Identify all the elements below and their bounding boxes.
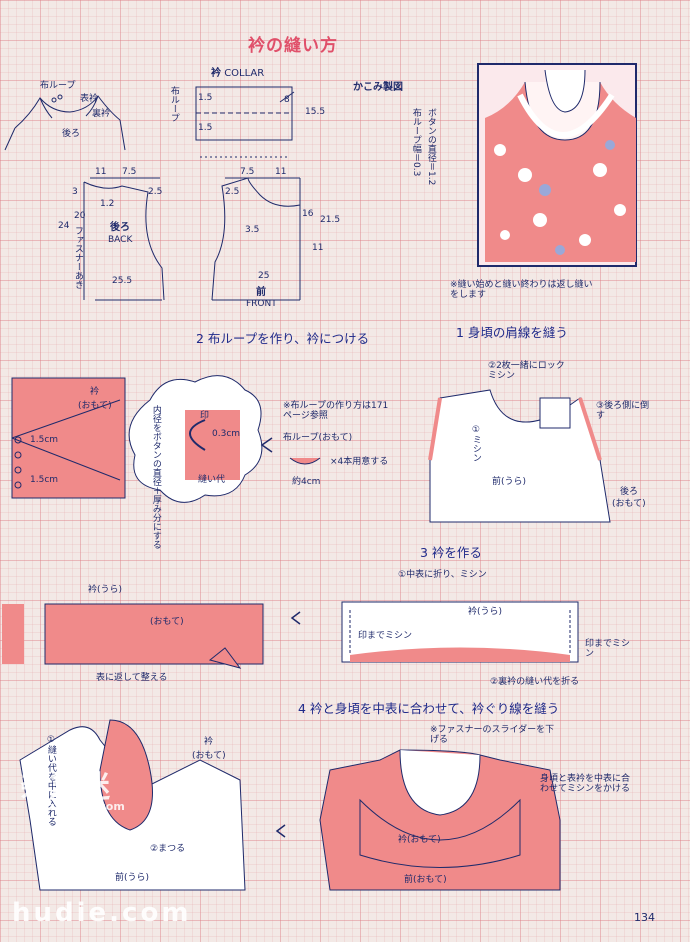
step3-collar-flat — [341, 601, 579, 663]
back-d11: 11 — [95, 167, 107, 177]
step1-mae: 前(うら) — [492, 477, 527, 487]
back-d25: 2.5 — [148, 187, 163, 197]
arrow-left-icon — [275, 824, 286, 838]
arrow-left-icon — [290, 611, 301, 625]
neck-sketch — [14, 95, 121, 129]
step4-left-sew: ①縫い代を中に入れる — [45, 735, 56, 826]
key-ushiro: 後ろ — [62, 129, 81, 139]
step3-collar-omote: (おもて) — [150, 617, 184, 627]
step3-turn: 表に返して整える — [96, 673, 168, 683]
step3-fold: ①中表に折り、ミシン — [398, 570, 487, 580]
step1-toback: ③後ろ側に倒す — [596, 401, 650, 421]
step3-ura: 衿(うら) — [468, 607, 503, 617]
step3-fold-seam: ②裏衿の縫い代を折る — [490, 677, 580, 687]
front-bodice — [211, 177, 301, 301]
dress-illustration — [485, 69, 636, 262]
collar-heading: 衿 COLLAR — [211, 68, 264, 79]
step2-bubble-note: 内径をボタンの直径＋厚み分にする — [150, 405, 161, 549]
step2-qty: ×4本用意する — [330, 457, 389, 467]
collar-m15a: 1.5 — [198, 93, 213, 103]
key-loop: 布ループ — [40, 81, 76, 91]
step1-omote: (おもて) — [612, 499, 646, 509]
step2-len: 約4cm — [292, 477, 321, 487]
back-d24: 24 — [58, 221, 70, 231]
step1-heading: 1 身頃の肩線を縫う — [456, 325, 568, 340]
arrow-left-icon — [260, 437, 273, 453]
kakomi-label: かこみ製図 — [353, 82, 403, 93]
collar-m155: 15.5 — [305, 107, 326, 117]
back-d12: 1.2 — [100, 199, 115, 209]
back-label: 後ろ — [110, 222, 130, 233]
step2-mark: 印 — [200, 411, 210, 421]
page-number: 134 — [634, 911, 655, 924]
front-d25b: 25 — [258, 271, 270, 281]
step4-sew-note: 身頃と表衿を中表に合わせてミシンをかける — [540, 774, 631, 794]
front-d11: 11 — [275, 167, 287, 177]
key-ura: 裏衿 — [92, 109, 111, 119]
step3-collar-ura: 衿(うら) — [88, 585, 123, 595]
page-title: 衿の縫い方 — [248, 36, 338, 56]
back-d3: 3 — [72, 187, 78, 197]
key-omote: 表衿 — [80, 94, 99, 104]
step3-mark-right: 印までミシン — [585, 639, 631, 659]
step4-heading: 4 衿と身頃を中表に合わせて、衿ぐり線を縫う — [298, 701, 560, 716]
step3-mark-left: 印までミシン — [358, 631, 413, 641]
step4-right-bodice — [319, 749, 561, 891]
back-d75: 7.5 — [122, 167, 137, 177]
front-d35: 3.5 — [245, 225, 260, 235]
front-d25: 2.5 — [225, 187, 240, 197]
collar-heading-jp: 衿 — [211, 68, 221, 79]
step2-m15a: 1.5cm — [30, 435, 59, 445]
back-zip: ファスナーあき — [72, 226, 83, 289]
watermark-cn: 杂志迷 — [20, 770, 110, 805]
back-d255: 25.5 — [112, 276, 133, 286]
front-label: 前 — [256, 287, 266, 298]
watermark-url: zazhimi.com — [48, 800, 125, 813]
front-d11b: 11 — [312, 243, 324, 253]
collar-heading-en: COLLAR — [224, 68, 265, 79]
backstitch-note: ※縫い始めと縫い終わりは返し縫いをします — [450, 280, 593, 300]
button-note: ボタンの直径＝1.2 — [425, 108, 436, 186]
step4-left-front: 前(うら) — [115, 873, 150, 883]
step2-ref: ※布ループの作り方は171ページ参照 — [283, 401, 389, 421]
step4-left-collar: 衿 — [204, 737, 214, 747]
collar-m8: 8 — [284, 95, 290, 105]
front-label-en: FRONT — [246, 299, 277, 309]
step1-ushiro: 後ろ — [620, 487, 639, 497]
step4-left-omote: (おもて) — [192, 751, 226, 761]
step4-zip-note: ※ファスナーのスライダーを下げる — [430, 725, 555, 745]
step4-left-bodice — [19, 719, 246, 891]
step2-seam: 縫い代 — [198, 475, 226, 485]
step1-serge: ②2枚一緒にロックミシン — [488, 361, 565, 381]
front-d16: 16 — [302, 209, 314, 219]
step2-m03: 0.3cm — [212, 429, 241, 439]
step2-collar: 衿 — [90, 387, 100, 397]
step2-m15b: 1.5cm — [30, 475, 59, 485]
step2-omote: (おもて) — [78, 401, 112, 411]
step2-heading: 2 布ループを作り、衿につける — [196, 331, 370, 346]
collar-m15b: 1.5 — [198, 123, 213, 133]
step1-bodice — [428, 389, 611, 523]
front-d75: 7.5 — [240, 167, 255, 177]
collar-loop-label: 布ループ — [168, 86, 179, 122]
watermark-site: hudie.com — [12, 898, 192, 928]
loop-width-note: 布ループ幅＝0.3 — [410, 108, 421, 177]
step2-collar-piece — [11, 377, 126, 499]
step3-heading: 3 衿を作る — [420, 545, 482, 560]
back-d20: 20 — [74, 211, 86, 221]
step1-sew: ①ミシン — [470, 425, 481, 462]
iron-icon — [208, 647, 242, 669]
step2-loop-label: 布ループ(おもて) — [283, 433, 353, 443]
back-label-en: BACK — [108, 235, 133, 245]
step4-front: 前(おもて) — [404, 875, 447, 885]
loop-strip — [289, 457, 321, 465]
step4-whip: ②まつる — [150, 844, 186, 854]
front-d215: 21.5 — [320, 215, 341, 225]
step4-collar: 衿(おもて) — [398, 835, 441, 845]
